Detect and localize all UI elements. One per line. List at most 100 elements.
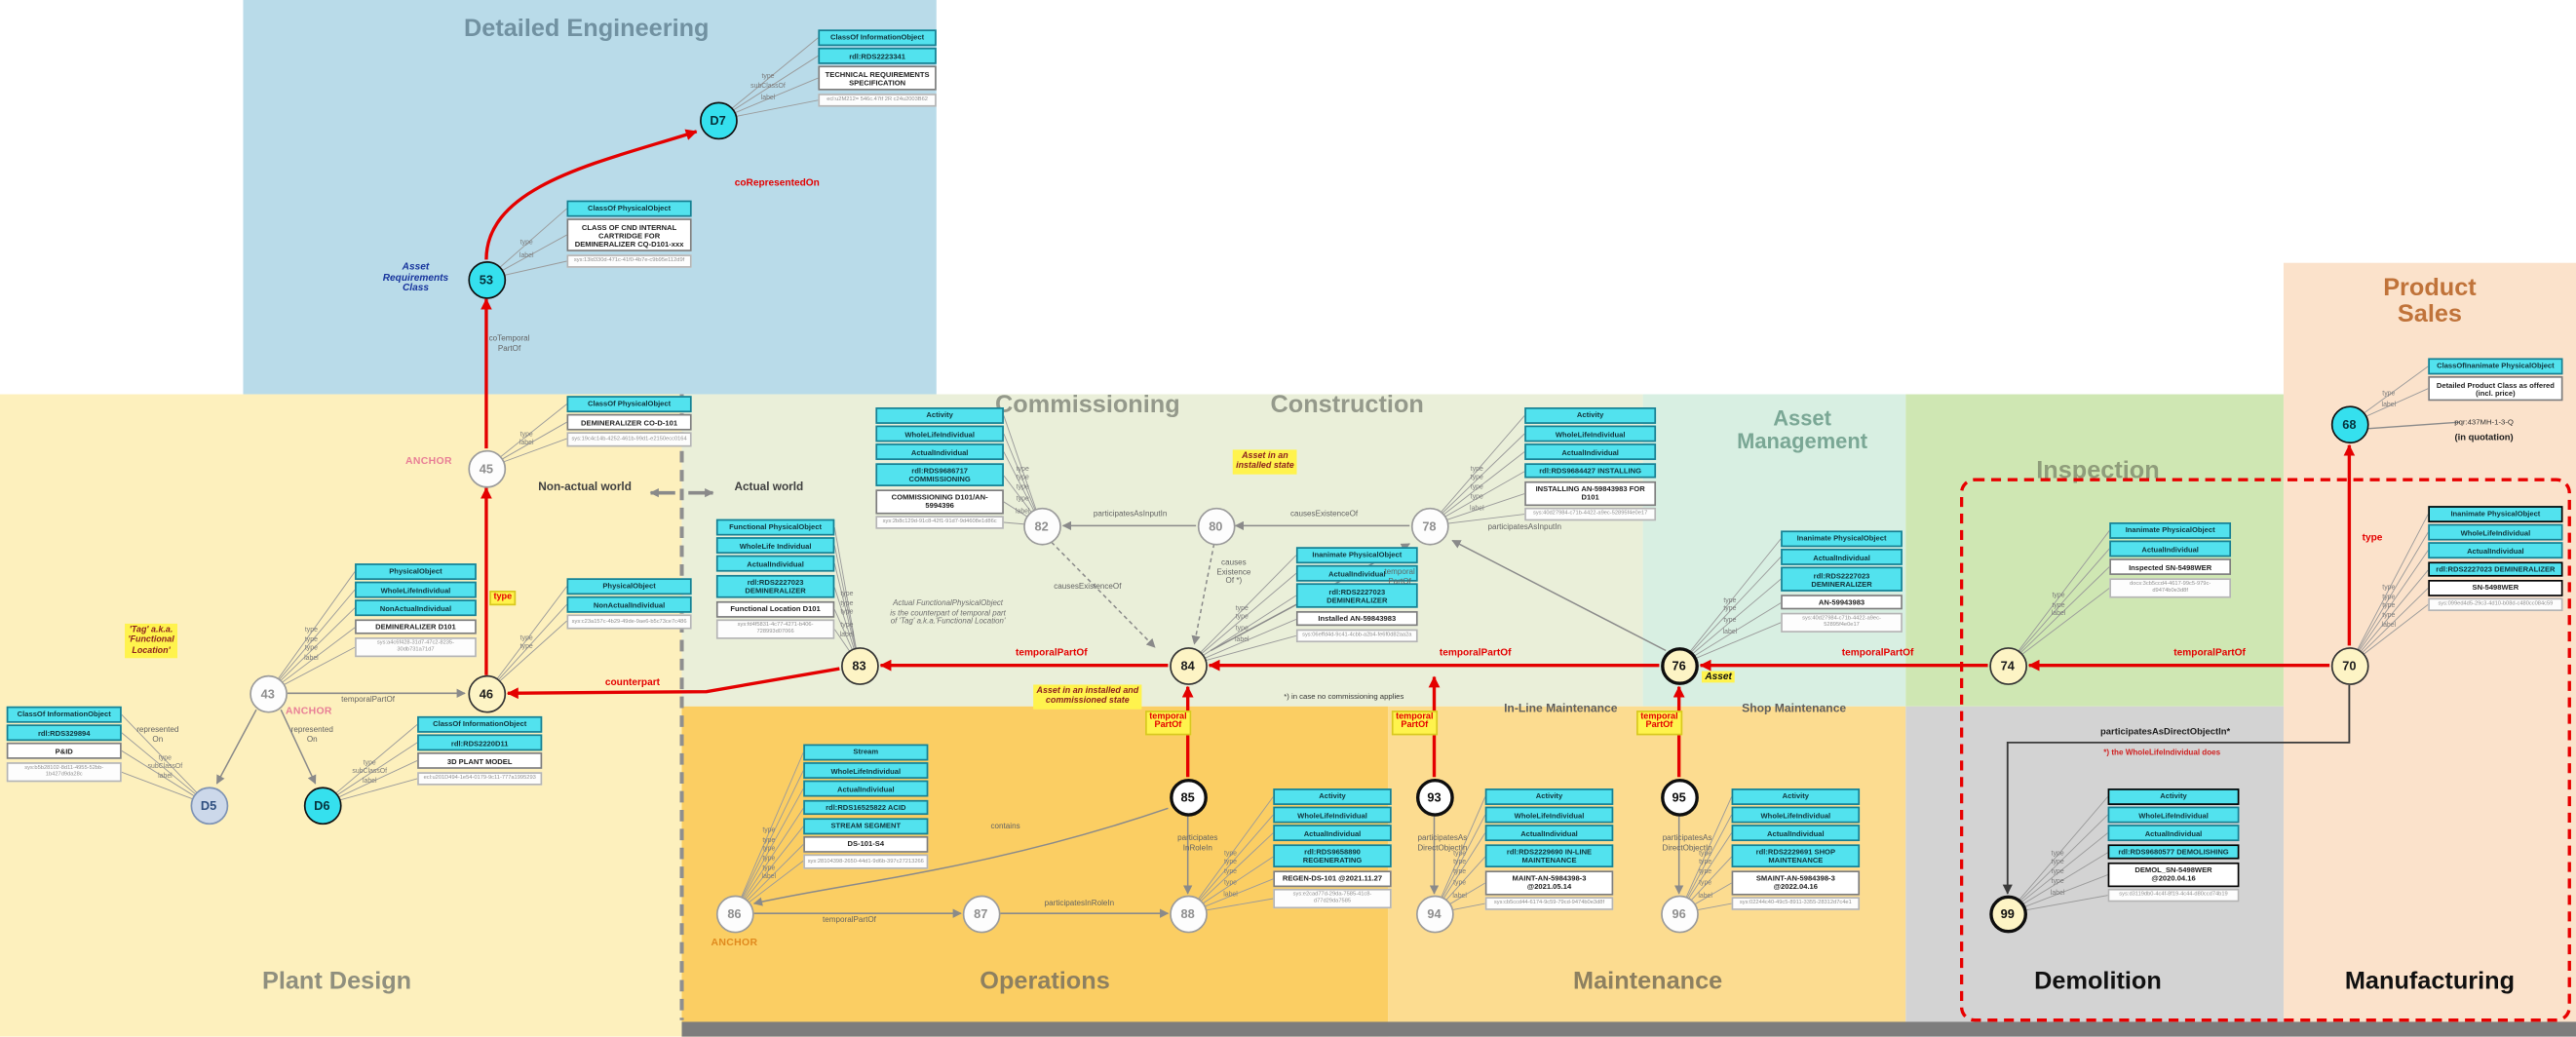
entity-box: ActualIndividual xyxy=(875,443,1004,461)
note-blue: Asset Requirements Class xyxy=(382,262,449,295)
connector-label: type xyxy=(1235,612,1249,621)
entity-box: Activity xyxy=(1273,788,1392,805)
entity-box: DEMINERALIZER CO-D-101 xyxy=(566,414,692,431)
entity-box: ClassOf InformationObject xyxy=(6,706,122,723)
connector-label: type xyxy=(762,863,776,872)
connector-label: type xyxy=(2051,857,2064,866)
node-96: 96 xyxy=(1660,894,1699,933)
connector-label: label xyxy=(761,871,777,881)
entity-box: rdl:RDS2227023 DEMINERALIZER xyxy=(715,574,835,599)
connector-label: type xyxy=(2051,865,2064,875)
entity-box: WholeLifeIndividual xyxy=(2428,524,2563,541)
entity-box: sys:c23a157c-4b29-49de-9ae6-b5c73ce7c486 xyxy=(566,615,692,630)
entity-box: AN-59943983 xyxy=(1781,594,1903,610)
node-93: 93 xyxy=(1415,778,1453,816)
entity-box: rdl:RDS9658890 REGENERATING xyxy=(1273,843,1392,868)
entity-box: Installed AN-59843983 xyxy=(1295,610,1418,627)
entity-box: Stream xyxy=(803,744,929,760)
connector-label: type xyxy=(1016,473,1029,481)
connector-label: label xyxy=(760,92,776,101)
entity-box: sys:02244c40-49c5-8911-3355-28312d7c4e1 xyxy=(1731,897,1861,911)
entity-box: Inanimate PhysicalObject xyxy=(2109,522,2232,539)
entity-box: NonActualIndividual xyxy=(355,599,477,617)
entity-box: Functional PhysicalObject xyxy=(715,518,835,535)
connector-label: type xyxy=(304,626,318,634)
relationship-label: participatesAs DirectObjectIn xyxy=(1662,835,1712,853)
connector-label: type xyxy=(158,752,172,762)
note-text: *) in case no commissioning applies xyxy=(1284,692,1404,701)
connector-label: label xyxy=(1722,627,1738,636)
entity-box: docs:3cb5ccd4-4617-99c5-979c-d9474b0e3d8… xyxy=(2109,577,2232,598)
entity-box: Inspected SN-5498WER xyxy=(2109,558,2232,576)
entity-box: ecl:u201D494-1e54-0179-9c11-777a1995293 xyxy=(417,771,543,786)
connector-label: type xyxy=(1016,481,1029,490)
footnote-red: *) the WholeLifeIndividual does xyxy=(2103,749,2221,758)
connector-label: label xyxy=(2051,609,2066,618)
entity-box: Inanimate PhysicalObject xyxy=(2428,506,2563,522)
relationship-label-red: temporalPartOf xyxy=(1841,648,1914,659)
entity-box: sys:2b8c129d-91c8-42f1-91d7-9d4608e1d86c xyxy=(875,516,1004,530)
entity-box: Inanimate PhysicalObject xyxy=(1781,530,1903,547)
connector-label: type xyxy=(2382,583,2396,592)
node-74: 74 xyxy=(1988,646,2027,685)
connector-label: type xyxy=(1453,878,1467,887)
relationship-label: temporalPartOf xyxy=(823,916,876,926)
connector-label: type xyxy=(1223,848,1238,857)
entity-box: DEMINERALIZER D101 xyxy=(355,618,477,635)
entity-box: rdl:RDS2229690 IN-LINE MAINTENANCE xyxy=(1484,843,1614,868)
relationship-label: participatesInRoleIn xyxy=(1044,901,1115,909)
entity-box: ActualIndividual xyxy=(1273,825,1392,842)
entity-box: rdl:RDS9686717 COMMISSIONING xyxy=(875,462,1004,487)
connector-label: type xyxy=(840,619,854,629)
sticky-note-red: temporal PartOf xyxy=(1391,711,1438,736)
connector-label: type xyxy=(1470,491,1483,501)
entity-box: Activity xyxy=(1484,788,1614,805)
entity-box: WholeLifeIndividual xyxy=(1484,806,1614,824)
connector-label: type xyxy=(762,826,776,835)
entity-box: P&ID xyxy=(6,743,122,759)
connector-label: type xyxy=(762,834,776,844)
relationship-label-red: type xyxy=(2362,533,2383,544)
entity-box: sys:d3119db0-4c4f-8f19-4c44-d80ccd74b19 xyxy=(2107,889,2240,903)
connector-label: type xyxy=(519,429,533,439)
world-label: Actual world xyxy=(734,481,804,494)
connector-label: type xyxy=(2382,388,2396,397)
connector-label: type xyxy=(2382,592,2396,600)
connector-label: type xyxy=(1453,857,1467,866)
node-84: 84 xyxy=(1169,646,1208,685)
entity-box: sys:06effd4d-9c41-4cbb-a2b4-fe6f0d82aa2a xyxy=(1295,629,1418,643)
entity-box: COMMISSIONING D101/AN-5994396 xyxy=(875,489,1004,514)
relationship-label: causes Existence Of *) xyxy=(1216,559,1251,587)
entity-box: Activity xyxy=(1524,407,1657,424)
node-99: 99 xyxy=(1988,894,2027,933)
entity-box: sys:28104398-2650-44d1-9d6b-397c27213266 xyxy=(803,855,929,869)
subsection-title: In-Line Maintenance xyxy=(1504,700,1618,716)
entity-box: ActualIndividual xyxy=(2107,825,2240,842)
entity-box: ActualIndividual xyxy=(1295,565,1418,582)
section-title-detailed-engineering: Detailed Engineering xyxy=(464,15,710,43)
entity-box: sys:cb5ccd44-6174-9c59-79cd-9474b0e3d8f xyxy=(1484,897,1614,911)
entity-box: rdl:RDS2229691 SHOP MAINTENANCE xyxy=(1731,843,1861,868)
node-D7: D7 xyxy=(699,100,737,139)
connector-label: type xyxy=(1699,878,1712,887)
entity-box: ClassOf InformationObject xyxy=(417,715,543,733)
section-title-commissioning: Commissioning xyxy=(995,391,1180,419)
section-title-demolition: Demolition xyxy=(2034,967,2162,996)
node-D5: D5 xyxy=(189,786,228,825)
connector-label: label xyxy=(2381,620,2397,629)
connector-label: label xyxy=(2050,887,2065,896)
entity-box: REGEN-DS-101 @2021.11.27 xyxy=(1273,870,1392,887)
entity-box: 3D PLANT MODEL xyxy=(417,752,543,769)
node-70: 70 xyxy=(2329,646,2368,685)
relationship-label-red: temporalPartOf xyxy=(1015,648,1088,659)
entity-box: TECHNICAL REQUIREMENTS SPECIFICATION xyxy=(818,66,937,91)
entity-box: sys:e2cad77d-29da-7585-41c8-d77d29da7585 xyxy=(1273,889,1392,909)
